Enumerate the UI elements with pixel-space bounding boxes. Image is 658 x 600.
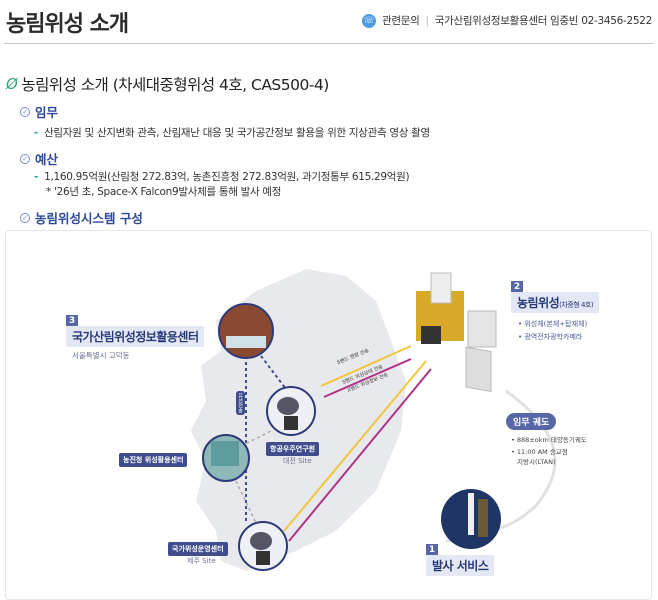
kari-site: 대전 Site: [283, 457, 312, 465]
section-title: Ø 농림위성 소개 (차세대중형위성 4호, CAS500-4): [6, 73, 329, 95]
orbit-bullet-cont: 지방시(LTAN): [517, 458, 556, 466]
budget-note: * '26년 초, Space-X Falcon9발사체를 통해 발사 예정: [46, 186, 282, 198]
arrow-downlink-2: [288, 368, 432, 542]
satellite-title-text: 농림위성: [517, 296, 560, 310]
bullet-text: 11:00 AM 승교점: [516, 448, 568, 456]
step-number: 1: [426, 544, 438, 555]
orbit-badge: 임무 궤도: [506, 413, 557, 430]
nsoc-label: 국가위성운영센터: [168, 542, 228, 556]
diagram-graphics: [191, 269, 557, 571]
launch-title: 발사 서비스: [426, 555, 495, 576]
arrow-downlink-1: [323, 358, 412, 398]
contact-detail: 국가산림위성정보활용센터 임중빈 02-3456-2522: [434, 15, 653, 27]
satellite-title: 농림위성(차중형 4호): [511, 292, 600, 313]
satellite-image: [416, 272, 497, 393]
check-circle-icon: ✓: [20, 153, 30, 164]
system-diagram: S밴드 명령 전송 S밴드 위성상태 전송 X밴드 위성정보 전송 유선전송 3…: [5, 230, 652, 600]
orbit-bullet: • 11:00 AM 승교점: [511, 448, 568, 456]
mission-item: -산림자원 및 산지변화 관측, 산림재난 대응 및 국가공간정보 활용을 위한…: [34, 125, 430, 140]
dash-icon: -: [34, 171, 39, 183]
divider: |: [425, 14, 429, 27]
wired-link-2: [260, 355, 287, 390]
orbit-bullet: • 888±okm 태양동기궤도: [511, 436, 587, 444]
arrow-command-2: [283, 360, 427, 532]
mission-text: 산림자원 및 산지변화 관측, 산림재난 대응 및 국가공간정보 활용을 위한 …: [44, 127, 430, 139]
kari-antenna-circle: [266, 386, 316, 436]
building-circle: [218, 303, 274, 359]
phone-icon: ☏: [362, 13, 377, 28]
mission-heading-text: 임무: [35, 105, 59, 120]
dash-icon: -: [34, 127, 39, 139]
bullet-text: 광역전자광학카메라: [524, 333, 583, 341]
nsoc-site: 제주 Site: [187, 557, 216, 565]
link-label-wired: 유선전송: [236, 391, 245, 415]
arrow-command-1: [320, 345, 412, 387]
step-number: 3: [66, 315, 78, 326]
bullet-text: 위성체(본체+탑재체): [524, 320, 588, 328]
budget-heading-text: 예산: [35, 152, 59, 167]
budget-heading: ✓ 예산: [20, 149, 58, 168]
center-location: 서울특별시 고덕동: [72, 351, 130, 360]
contact-info: ☏ 관련문의 | 국가산림위성정보활용센터 임중빈 02-3456-2522: [362, 13, 652, 28]
mission-heading: ✓ 임무: [20, 102, 58, 121]
satellite-bullet: • 위성체(본체+탑재체): [518, 320, 588, 328]
center-title: 국가산림위성정보활용센터: [66, 326, 205, 347]
satellite-bullet: • 광역전자광학카메라: [518, 333, 583, 341]
bullet-text: 888±okm 태양동기궤도: [516, 436, 587, 444]
leaf-icon: Ø: [6, 75, 18, 93]
budget-item: -1,160.95억원(산림청 272.83억, 농촌진흥청 272.83억원,…: [34, 169, 410, 184]
system-heading: ✓ 농림위성시스템 구성: [20, 208, 143, 227]
budget-text: 1,160.95억원(산림청 272.83억, 농촌진흥청 272.83억원, …: [44, 171, 410, 183]
kari-label: 항공우주연구원: [266, 442, 320, 456]
rocket-circle: [441, 489, 501, 549]
satellite-title-sub: (차중형 4호): [559, 301, 594, 309]
section-title-text: 농림위성 소개 (차세대중형위성 4호, CAS500-4): [21, 76, 329, 94]
step-number: 2: [511, 281, 523, 292]
contact-label: 관련문의: [382, 15, 420, 27]
gray-link: [235, 480, 257, 524]
check-circle-icon: ✓: [20, 212, 30, 223]
header-divider: [4, 43, 654, 44]
nsoc-antenna-circle: [238, 521, 288, 571]
check-circle-icon: ✓: [20, 106, 30, 117]
page-title: 농림위성 소개: [6, 12, 129, 37]
rda-label: 농진청 위성활용센터: [119, 453, 188, 467]
rda-building-circle: [202, 434, 250, 482]
system-heading-text: 농림위성시스템 구성: [35, 211, 143, 226]
